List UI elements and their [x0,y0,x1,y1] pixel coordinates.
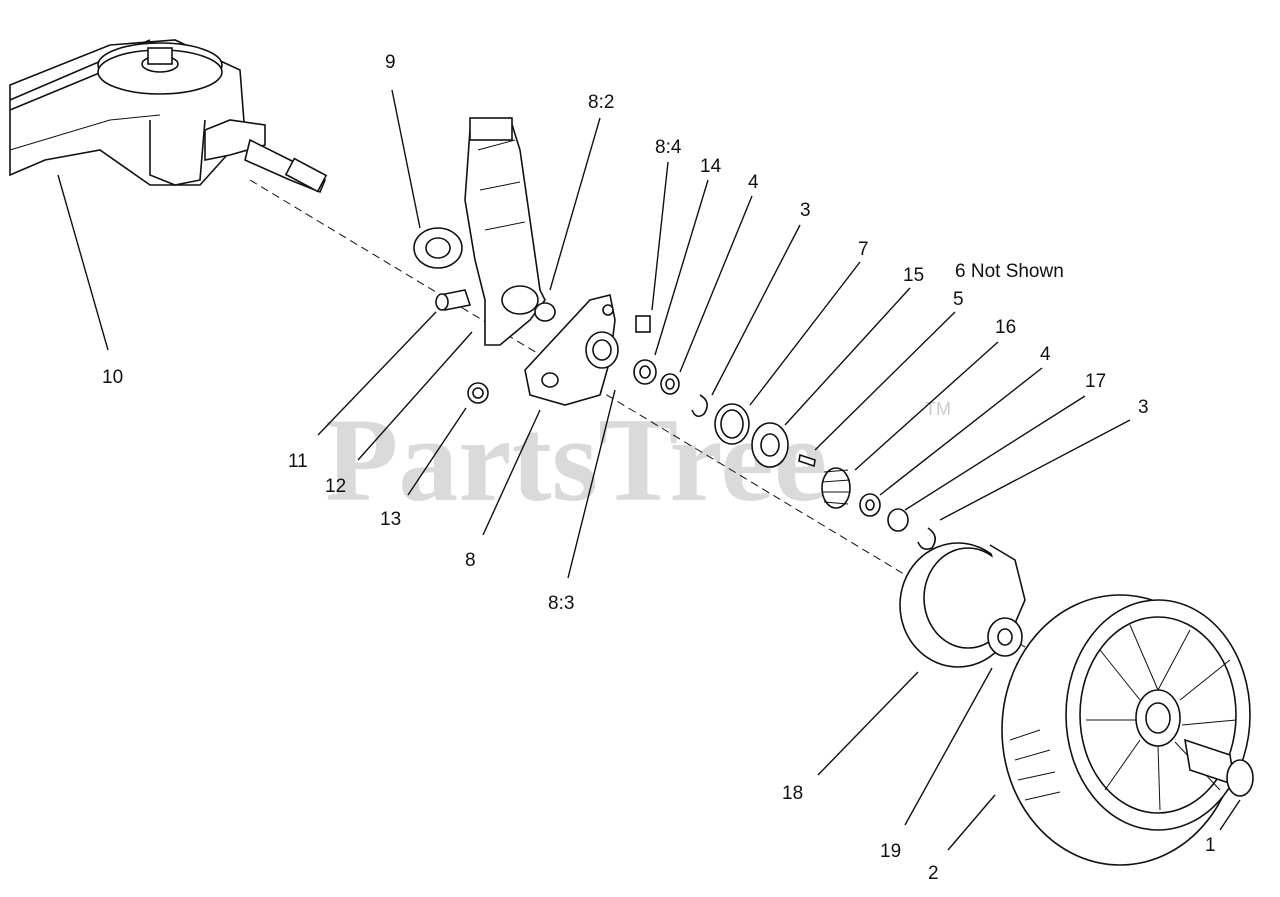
callout-10: 10 [102,367,123,388]
callout-18: 18 [782,783,803,804]
part-13-washer [467,382,489,404]
part-4-washer-a [660,373,680,395]
callout-8-2: 8:2 [588,92,614,113]
part-8-plate [524,294,619,406]
callout-2: 2 [928,863,939,884]
part-3-clip-a [691,394,708,418]
callout-19: 19 [880,841,901,862]
callout-4b: 4 [1040,344,1051,365]
part-8-2-bracket [464,117,556,346]
callout-8: 8 [465,550,476,571]
part-11-bolt [435,289,472,311]
part-19-washer [987,617,1023,657]
watermark-trademark: TM [925,399,951,419]
callout-14: 14 [700,156,722,177]
part-8-4-fastener [635,315,651,333]
part-1-2-wheel [1001,594,1254,866]
callout-3a: 3 [800,200,811,221]
part-9-washer [413,227,463,269]
transmission-assembly [9,39,328,194]
callout-4a: 4 [748,172,759,193]
leader-lines [57,89,1241,851]
part-7-ring [714,403,750,445]
part-4-washer-b [859,493,881,517]
callout-3b: 3 [1138,397,1149,418]
axle-centerline [249,179,1031,651]
part-14-washer [633,359,657,385]
part-5-key [798,453,816,468]
part-3-clip-b [917,527,936,550]
callout-7: 7 [858,239,869,260]
part-15-cup [751,422,789,468]
callout-1: 1 [1205,835,1216,856]
callout-13: 13 [380,509,401,530]
callout-17: 17 [1085,371,1106,392]
part-17-bushing [887,508,909,532]
callout-15: 15 [903,265,924,286]
callout-labels: 9 8:2 8:4 14 4 3 7 6 Not Shown 15 5 16 4… [102,52,1216,884]
callout-6-not-shown: 6 Not Shown [955,261,1064,282]
callout-12: 12 [325,476,346,497]
part-18-cover [899,542,1026,668]
callout-5: 5 [953,289,964,310]
callout-8-3: 8:3 [548,593,574,614]
callout-16: 16 [995,317,1016,338]
callout-11: 11 [288,451,308,472]
callout-8-4: 8:4 [655,137,682,158]
callout-9: 9 [385,52,396,73]
part-16-gear [821,467,851,509]
